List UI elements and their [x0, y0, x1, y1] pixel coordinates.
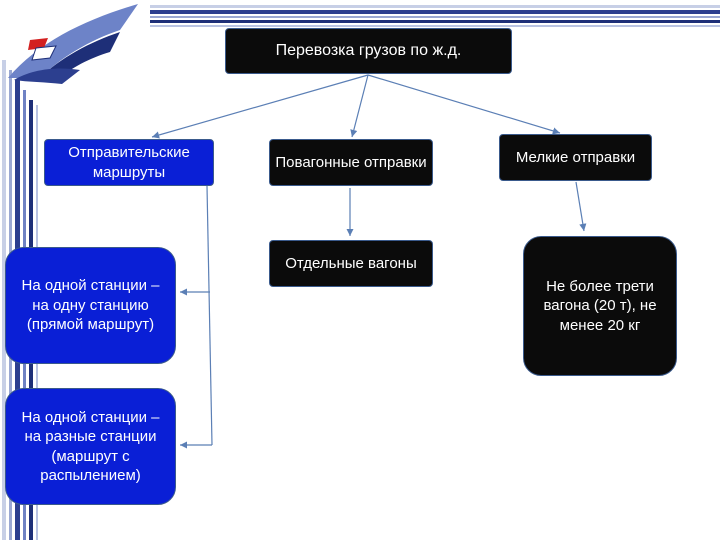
arrow-root-to-wagon	[350, 74, 369, 138]
category-route-box: Отправительские маршруты	[44, 139, 214, 186]
bracket-route-children	[206, 185, 213, 446]
arrow-root-to-route	[151, 74, 369, 139]
category-wagon-label: Повагонные отправки	[275, 153, 427, 171]
category-small-box: Мелкие отправки	[499, 134, 652, 181]
route-direct-box: На одной станции – на одну станцию (прям…	[5, 247, 176, 364]
route-spray-box: На одной станции – на разные станции (ма…	[5, 388, 176, 505]
category-wagon-box: Повагонные отправки	[269, 139, 433, 186]
route-spray-label: На одной станции – на разные станции (ма…	[21, 408, 160, 485]
wagon-detail-label: Отдельные вагоны	[285, 254, 417, 272]
small-detail-label: Не более трети вагона (20 т), не менее 2…	[543, 277, 657, 334]
arrow-root-to-small	[367, 74, 561, 135]
root-box: Перевозка грузов по ж.д.	[225, 28, 512, 74]
logo-emblem	[8, 4, 138, 84]
small-detail-box: Не более трети вагона (20 т), не менее 2…	[523, 236, 677, 376]
arrow-small-to-detail	[575, 181, 587, 232]
route-direct-label: На одной станции – на одну станцию (прям…	[21, 277, 160, 334]
top-stripes	[150, 5, 720, 27]
wagon-detail-box: Отдельные вагоны	[269, 240, 433, 287]
category-small-label: Мелкие отправки	[515, 148, 636, 166]
root-label: Перевозка грузов по ж.д.	[275, 41, 462, 59]
category-route-label: Отправительские маршруты	[68, 144, 190, 181]
